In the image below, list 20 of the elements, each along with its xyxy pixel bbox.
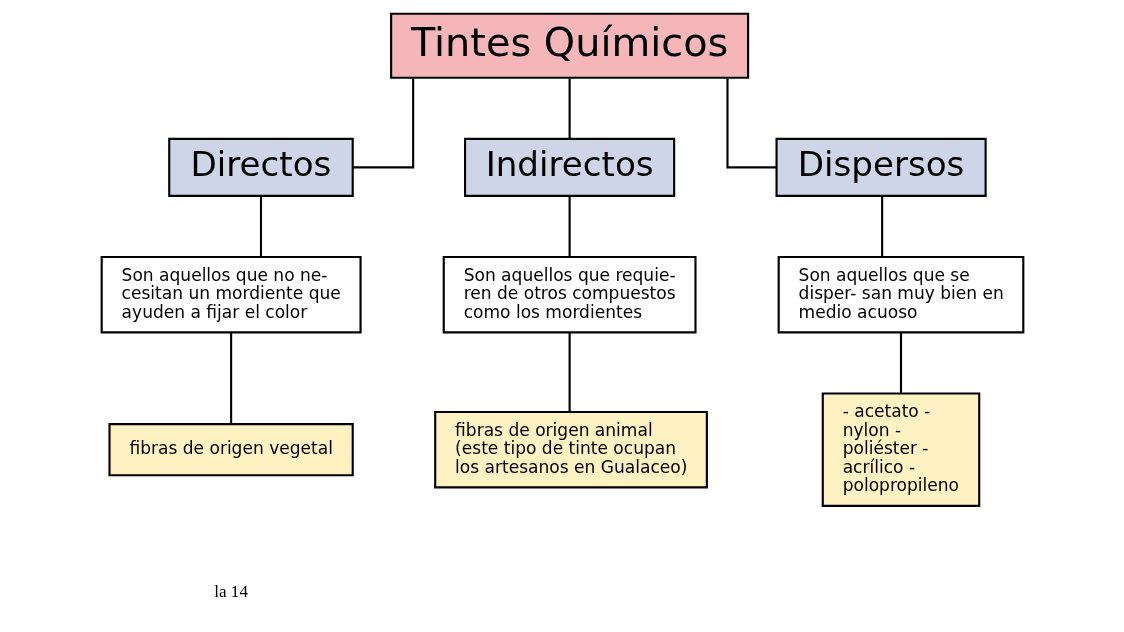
node-box: Tintes Químicos: [389, 12, 749, 79]
connector: [352, 78, 414, 169]
connector: [568, 332, 571, 412]
node-box: - acetato - nylon - poliéster - acrílico - polopropileno: [821, 392, 980, 507]
node-box: Indirectos: [463, 137, 675, 197]
node-box: Son aquellos que se disper- san muy bien en medio acuoso: [777, 255, 1024, 334]
connector: [568, 78, 571, 139]
node-box: Dispersos: [775, 137, 987, 197]
node-box: fibras de origen vegetal: [107, 423, 354, 477]
node-box: Son aquellos que requie- ren de otros compuestos como los mordientes: [442, 255, 697, 334]
node-box: Son aquellos que no ne- cesitan un mordiente que ayuden a fijar el color: [100, 255, 362, 334]
connector: [568, 196, 571, 257]
connector: [259, 196, 262, 257]
connector: [229, 332, 232, 424]
connector: [899, 332, 902, 394]
node-box: Directos: [167, 137, 354, 197]
connector: [725, 78, 776, 169]
connector: [880, 196, 883, 257]
node-box: fibras de origen animal (este tipo de tinte ocupan los artesanos en Gualaceo): [433, 410, 708, 489]
label: la 14: [213, 582, 248, 602]
